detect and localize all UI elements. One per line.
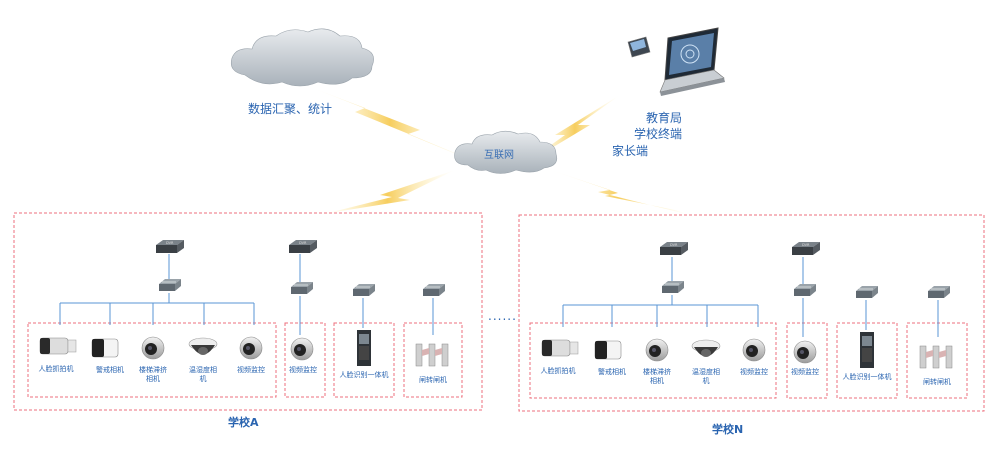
school-n-switch-3-icon [855,285,879,299]
internet-label: 互联网 [484,150,514,161]
school-n-face-capture-camera-icon [541,339,579,357]
school-n-device-label-3: 温湿度相机 [692,368,720,385]
school-n-device-label-0: 人脸抓拍机 [540,367,576,375]
cloud-icon [231,28,374,87]
terminal-label-parent: 家长端 [612,144,649,158]
school-n-name: 学校N [712,423,744,436]
school-n-temp-humidity-camera-icon [691,339,721,358]
school-n-nvr-2-icon [792,242,820,255]
school-a-device-label-6: 人脸识别一体机 [339,371,389,379]
link-bolt-school-n [545,168,690,215]
school-n-device-label-1: 警戒相机 [598,368,626,376]
school-n-device-groups [529,322,968,399]
ellipsis-dots: ...... [488,309,517,323]
school-a-alert-camera-icon [91,338,119,358]
school-n-device-label-6: 人脸识别一体机 [842,373,892,381]
school-a-device-groups [27,322,463,398]
school-a-switch-4-icon [422,283,446,297]
school-a-turnstile-icon [415,343,449,367]
wireless-links [310,87,690,215]
school-a-video-camera-2-icon [290,337,314,361]
phone-icon [627,36,651,58]
school-n-stair-camera-icon [645,338,669,362]
school-n-video-camera-2-icon [793,340,817,364]
school-a-device-label-5: 视频监控 [289,366,317,374]
school-a-device-label-4: 视频监控 [237,366,265,374]
school-n-switch-2-icon [793,283,817,297]
school-a-switch-3-icon [352,283,376,297]
school-a-face-kiosk-icon [357,330,371,366]
school-n-switch-main-icon [661,280,685,294]
school-a-nvr-2-icon [289,240,317,253]
school-a-face-capture-camera-icon [39,337,77,355]
school-n-device-label-7: 闸转闸机 [923,378,951,386]
school-a-stair-camera-icon [141,336,165,360]
school-a-nvr-main-icon [156,240,184,253]
school-a-name: 学校A [228,416,259,429]
terminal-label-school: 学校终端 [634,127,683,141]
school-n-boundary [518,214,985,412]
school-n-alert-camera-icon [594,340,622,360]
school-a-device-label-2: 楼梯滞挤相机 [139,366,167,383]
school-a-device-label-3: 温湿度相机 [189,366,217,383]
school-n-video-camera-icon [742,338,766,362]
school-a-video-camera-icon [239,336,263,360]
school-n-device-label-5: 视频监控 [791,368,819,376]
school-a-device-label-7: 闸转闸机 [419,376,447,384]
school-n-device-label-2: 楼梯滞挤相机 [643,368,671,385]
internet-cloud-icon [454,130,558,174]
school-a-wiring [59,254,434,335]
school-a-device-label-1: 警戒相机 [96,366,124,374]
link-bolt-stats [310,87,470,160]
school-n-switch-4-icon [927,285,951,299]
school-a-boundary [13,212,483,411]
laptop-icon [659,27,725,96]
school-n-nvr-main-icon [660,242,688,255]
link-bolt-terminal [530,95,620,160]
school-a-switch-2-icon [290,281,314,295]
cloud-stats-label: 数据汇聚、统计 [248,102,333,116]
terminal-label-edu: 教育局 [646,111,683,125]
link-bolt-school-a [320,170,455,215]
school-a-switch-main-icon [158,278,182,292]
school-n-face-kiosk-icon [860,332,874,368]
school-a-temp-humidity-camera-icon [188,337,218,356]
school-n-device-label-4: 视频监控 [740,368,768,376]
school-n-wiring [562,257,939,337]
school-a-device-label-0: 人脸抓拍机 [38,365,74,373]
school-n-turnstile-icon [919,345,953,369]
